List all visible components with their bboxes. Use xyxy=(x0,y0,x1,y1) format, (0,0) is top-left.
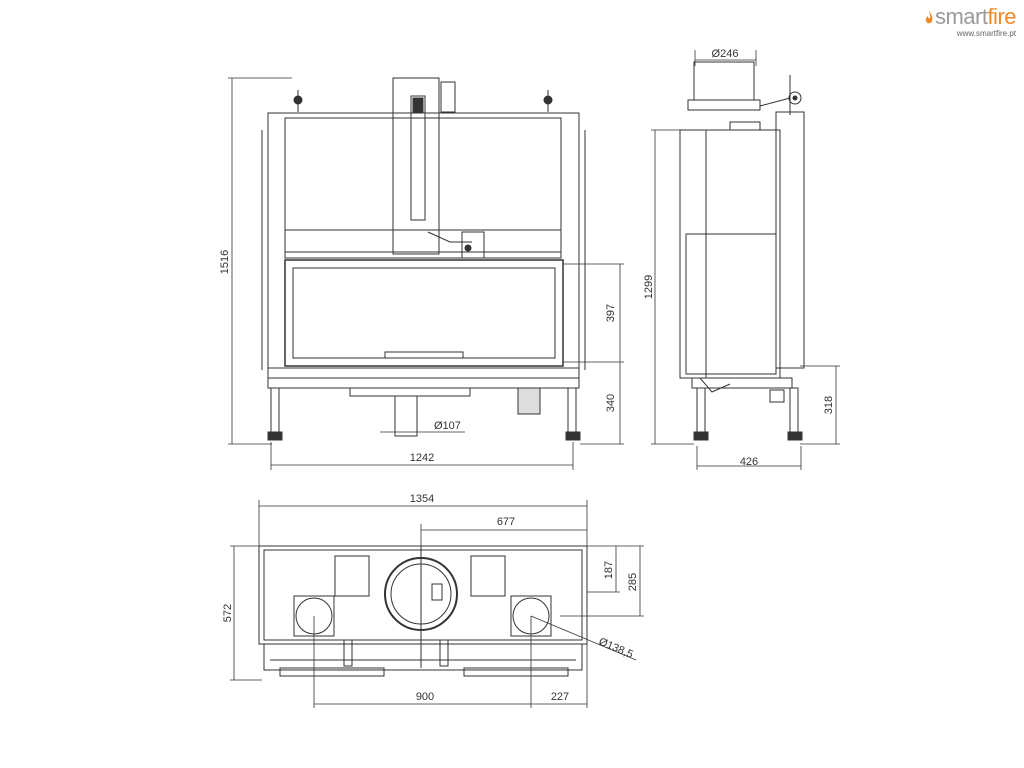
label-front-flue: Ø107 xyxy=(434,420,461,432)
label-top-offset-a: 187 xyxy=(603,561,615,579)
label-side-height: 1299 xyxy=(643,275,655,299)
label-front-base: 340 xyxy=(605,394,617,412)
label-top-offset-b: 285 xyxy=(627,573,639,591)
label-side-depth: 426 xyxy=(740,456,758,468)
front-view xyxy=(261,77,586,441)
label-top-half: 677 xyxy=(497,516,515,528)
front-flue-column xyxy=(392,77,440,255)
side-flue-collar xyxy=(693,61,755,101)
brand-name: smartfire xyxy=(924,6,1016,28)
label-top-depth: 572 xyxy=(222,604,234,622)
brand-url: www.smartfire.pt xyxy=(956,29,1016,38)
brand-logo[interactable]: smartfire www.smartfire.pt xyxy=(924,6,1016,38)
brand-name-prefix: smart xyxy=(934,4,988,29)
label-top-width: 1354 xyxy=(410,493,434,505)
label-front-height: 1516 xyxy=(219,250,231,274)
front-dimensions xyxy=(228,77,624,470)
side-dimensions xyxy=(651,50,840,470)
label-side-flue: Ø246 xyxy=(712,48,739,60)
top-view xyxy=(258,545,588,677)
front-door xyxy=(284,259,564,367)
top-dimensions xyxy=(230,500,644,708)
side-body xyxy=(679,129,781,379)
brand-name-suffix: fire xyxy=(987,4,1016,29)
label-top-air: Ø138,5 xyxy=(597,636,635,661)
label-front-width: 1242 xyxy=(410,452,434,464)
flame-icon xyxy=(925,11,933,24)
front-top-panel xyxy=(284,117,562,259)
label-side-leg: 318 xyxy=(823,396,835,414)
front-outer-frame xyxy=(267,112,580,379)
label-front-glass: 397 xyxy=(605,304,617,322)
label-top-spacing: 900 xyxy=(416,691,434,703)
top-door-track xyxy=(263,643,583,671)
top-vent-left xyxy=(334,555,370,597)
side-view xyxy=(679,61,805,441)
label-top-edge: 227 xyxy=(551,691,569,703)
top-vent-right xyxy=(470,555,506,597)
side-panel xyxy=(685,233,777,375)
front-glass xyxy=(292,267,556,359)
